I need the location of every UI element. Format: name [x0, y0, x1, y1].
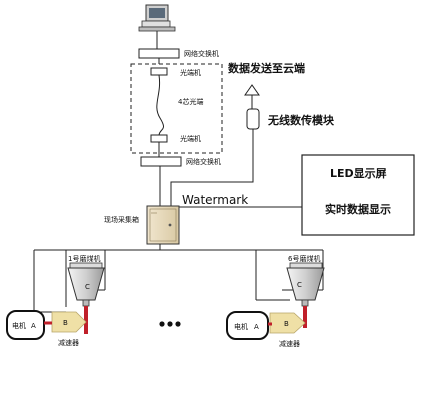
- motor1: [6, 310, 45, 340]
- motor1-label: 电机: [12, 321, 26, 330]
- motor6-label: 电机: [234, 322, 248, 331]
- link-wireless: [170, 129, 254, 206]
- fiber-cable: [156, 74, 164, 136]
- led-subtitle: 实时数据显示: [325, 202, 391, 216]
- top-converter-box: [150, 67, 168, 76]
- reducer1: [51, 311, 87, 333]
- motor6-a: A: [254, 323, 259, 331]
- bottom-converter-box: [150, 134, 168, 143]
- led-display-box: [301, 154, 415, 236]
- motor1-a: A: [31, 322, 36, 330]
- computer-icon: [138, 4, 176, 32]
- bottom-switch-box: [140, 156, 182, 167]
- grinder1-c: C: [85, 283, 90, 291]
- grinder1-shaft: [84, 306, 88, 334]
- collector-label: 现场采集箱: [104, 215, 139, 224]
- collector-cabinet: [146, 205, 180, 245]
- bottom-switch-label: 网络交换机: [186, 157, 221, 166]
- wireless-module-label: 无线数传模块: [267, 113, 335, 127]
- fiber-enclosure: [130, 63, 223, 154]
- reducer6: [269, 312, 306, 334]
- fiber-label: 4芯光端: [178, 97, 203, 106]
- reducer1-label: 减速器: [58, 338, 79, 347]
- top-switch-label: 网络交换机: [184, 49, 219, 58]
- reducer6-b: B: [284, 320, 289, 328]
- grinder6-shaft: [303, 306, 307, 328]
- antenna-arrow-icon: [244, 84, 260, 109]
- grinder6-c: C: [297, 281, 302, 289]
- led-title: LED显示屏: [330, 167, 387, 180]
- reducer6-label: 减速器: [279, 339, 300, 348]
- top-converter-label: 光端机: [180, 68, 201, 77]
- bottom-converter-label: 光端机: [180, 134, 201, 143]
- cloud-text: 数据发送至云端: [228, 61, 305, 75]
- reducer1-b: B: [63, 319, 68, 327]
- grinder6-cone: [286, 262, 325, 307]
- grinder1-cone: [67, 262, 105, 307]
- grinder6-label: 6号磨煤机: [288, 254, 320, 263]
- wireless-module-box: [246, 108, 260, 130]
- grinder1-label: 1号磨煤机: [68, 254, 100, 263]
- watermark: Watermark: [182, 193, 248, 207]
- ellipsis-dots: [159, 321, 181, 327]
- top-switch-box: [138, 48, 180, 59]
